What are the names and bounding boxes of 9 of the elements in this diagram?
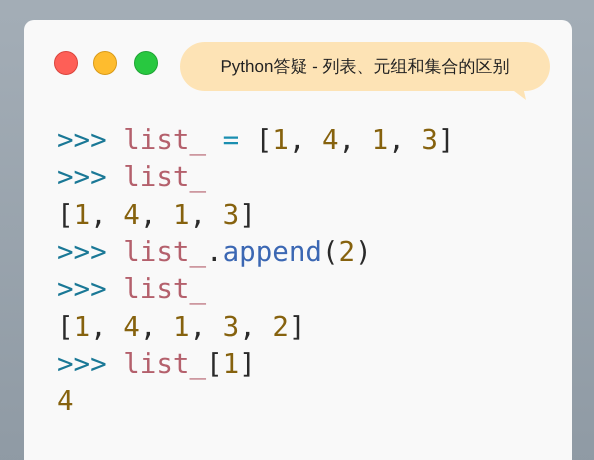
code-line: >>> list_[1] bbox=[57, 346, 256, 381]
code-line: >>> list_.append(2) bbox=[57, 234, 372, 269]
code-line: [1, 4, 1, 3, 2] bbox=[57, 310, 306, 344]
code-line: [1, 4, 1, 3] bbox=[57, 198, 256, 232]
code-line: 4 bbox=[57, 384, 74, 418]
code-line: >>> list_ = [1, 4, 1, 3] bbox=[57, 123, 454, 157]
speech-bubble: Python答疑 - 列表、元组和集合的区别 bbox=[180, 42, 550, 102]
code-line: >>> list_ bbox=[57, 160, 206, 194]
code-line: >>> list_ bbox=[57, 272, 206, 306]
